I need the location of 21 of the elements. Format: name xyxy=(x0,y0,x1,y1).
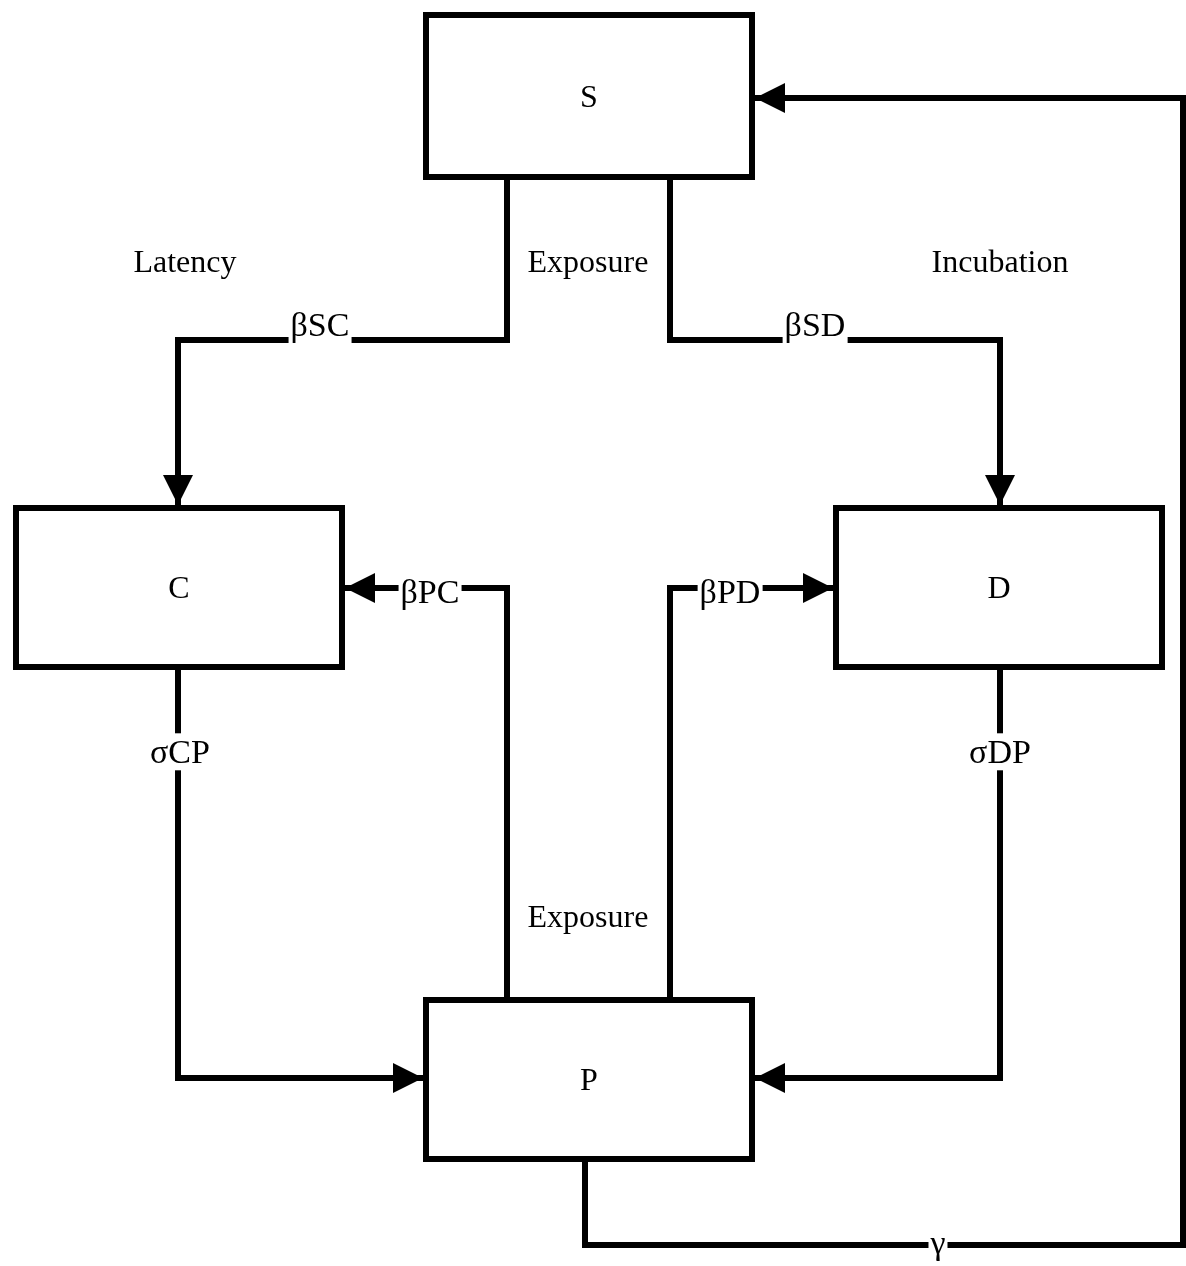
compartment-box xyxy=(423,12,755,180)
arrow xyxy=(582,83,1186,1248)
arrow xyxy=(667,573,833,997)
compartment-label: P xyxy=(580,1061,598,1098)
stage-label: Exposure xyxy=(527,244,649,280)
arrow xyxy=(755,670,1003,1093)
stage-label: Latency xyxy=(133,244,237,280)
rate-label: σCP xyxy=(148,733,212,771)
stage-label: Incubation xyxy=(931,244,1069,280)
compartment-label: D xyxy=(987,569,1011,606)
compartment-label: S xyxy=(580,77,598,115)
arrow xyxy=(345,573,510,997)
rate-label: σDP xyxy=(967,733,1033,771)
arrow xyxy=(175,670,423,1093)
compartment-label: C xyxy=(168,569,190,606)
arrow xyxy=(163,180,510,505)
arrow xyxy=(667,180,1015,505)
compartment-box xyxy=(833,505,1165,670)
compartment-box xyxy=(13,505,345,670)
compartment-box xyxy=(423,997,755,1162)
stage-label: Exposure xyxy=(527,899,649,935)
